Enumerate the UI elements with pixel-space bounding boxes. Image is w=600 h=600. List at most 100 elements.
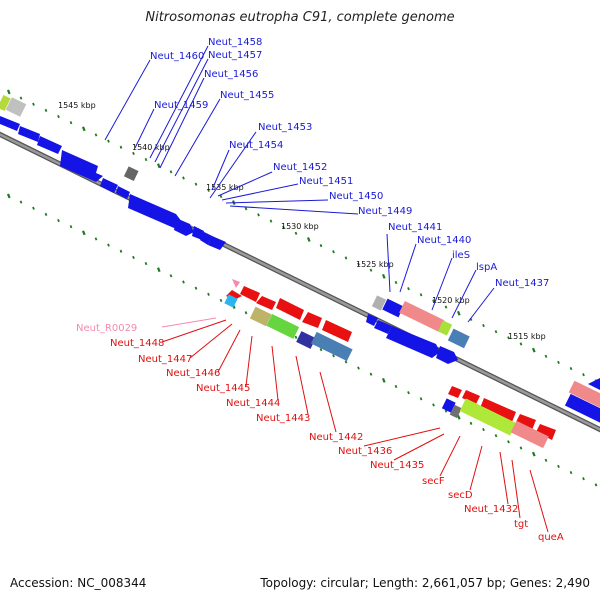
gene-label: Neut_1441 xyxy=(388,222,442,233)
ruler-tick xyxy=(119,145,123,149)
gene-label: Neut_1459 xyxy=(154,100,208,111)
ruler-tick xyxy=(257,213,260,217)
ruler-tick xyxy=(207,188,210,192)
gene-label: Neut_1449 xyxy=(358,206,412,217)
ruler-tick xyxy=(182,280,185,284)
ruler-tick xyxy=(182,176,185,180)
gene-label: Neut_1457 xyxy=(208,50,262,61)
ruler-tick xyxy=(357,366,360,370)
map-title: Nitrosomonas eutropha C91, complete geno… xyxy=(145,10,455,25)
ruler-tick xyxy=(294,231,298,235)
gene-label: Neut_1458 xyxy=(208,37,262,48)
kbp-label: 1520 kbp xyxy=(432,296,470,305)
ruler-tick xyxy=(507,336,510,340)
ruler-tick xyxy=(456,310,461,316)
kbp-scale: 1545 kbp 1540 kbp 1535 kbp 1530 kbp 1525… xyxy=(58,101,546,341)
ruler-tick xyxy=(107,243,110,247)
gene-label: Neut_1456 xyxy=(204,69,258,80)
gene-label: lspA xyxy=(476,262,497,273)
ruler-tick xyxy=(94,237,98,241)
gene-label: Neut_1453 xyxy=(258,122,312,133)
ruler-tick xyxy=(119,249,123,253)
ruler-tick xyxy=(456,414,461,420)
gene-label: Neut_1452 xyxy=(273,162,327,173)
kbp-label: 1540 kbp xyxy=(132,143,170,152)
ruler-tick xyxy=(44,212,48,216)
ruler-tick xyxy=(494,434,498,438)
ruler-tick xyxy=(569,470,573,475)
ruler-tick xyxy=(369,372,373,376)
ruler-tick xyxy=(219,298,223,303)
ruler-tick xyxy=(132,255,135,259)
ruler-tick xyxy=(344,256,348,260)
ruler-tick xyxy=(432,403,435,407)
gene-label: Neut_1448 xyxy=(110,338,164,349)
gene-label: Neut_1455 xyxy=(220,90,274,101)
ruler-tick xyxy=(531,451,536,457)
ruler-tick xyxy=(132,151,135,155)
gene-label: Neut_1442 xyxy=(309,432,363,443)
ruler-tick xyxy=(519,446,523,450)
ruler-tick xyxy=(219,194,223,199)
kbp-label: 1530 kbp xyxy=(281,222,319,231)
ruler-tick xyxy=(57,114,60,119)
ruler-tick xyxy=(194,182,198,186)
gene-label: Neut_1444 xyxy=(226,398,280,409)
kbp-label: 1535 kbp xyxy=(206,183,244,192)
gene-label: Neut_1460 xyxy=(150,51,204,62)
ruler-tick xyxy=(32,102,35,106)
ruler-tick xyxy=(582,373,585,377)
ruler-tick xyxy=(544,354,548,358)
gene-label: Neut_1435 xyxy=(370,460,424,471)
ruler-tick xyxy=(81,126,86,132)
ruler-tick xyxy=(294,335,298,339)
ruler-tick xyxy=(332,250,335,254)
ruler-tick xyxy=(407,287,410,291)
ruler-tick xyxy=(319,348,323,352)
ruler-tick xyxy=(19,200,23,204)
ruler-tick xyxy=(369,268,373,272)
ruler-tick xyxy=(507,440,510,444)
ruler-tick xyxy=(494,330,498,334)
ruler-tick xyxy=(344,360,348,364)
ruler-tick xyxy=(57,218,60,223)
gene-label: Neut_1443 xyxy=(256,413,310,424)
ruler-tick xyxy=(144,261,148,266)
ruler-tick xyxy=(332,354,335,358)
gene-label: Neut_1445 xyxy=(196,383,250,394)
ruler-tick xyxy=(557,464,560,469)
ruler-tick xyxy=(319,244,323,248)
ruler-tick xyxy=(32,206,35,210)
ruler-tick xyxy=(381,377,386,383)
ruler-tick xyxy=(482,427,485,432)
ruler-tick xyxy=(44,108,48,112)
ruler-tick xyxy=(194,286,198,290)
ruler-tick xyxy=(557,360,560,365)
ruler-tick xyxy=(444,305,448,309)
ruler-tick xyxy=(407,391,410,395)
gene-label: Neut_1447 xyxy=(138,354,192,365)
ruler-tick xyxy=(169,170,173,174)
ruler-tick xyxy=(6,193,11,199)
gene-label: Neut_1446 xyxy=(166,368,220,379)
ruler-tick xyxy=(94,133,98,137)
ruler-tick xyxy=(169,274,173,278)
ruler-tick xyxy=(306,237,311,242)
gene-label: Neut_1454 xyxy=(229,140,283,151)
gene-label: Neut_R0029 xyxy=(76,323,137,334)
ruler-tick xyxy=(144,157,148,162)
kbp-label: 1545 kbp xyxy=(58,101,96,110)
gene-label: Neut_1440 xyxy=(417,235,471,246)
ruler-tick xyxy=(544,458,548,462)
ruler-tick xyxy=(569,366,573,371)
ruler-tick xyxy=(419,293,423,297)
kbp-label: 1525 kbp xyxy=(356,260,394,269)
ruler-tick xyxy=(381,273,386,279)
ruler-tick xyxy=(156,163,161,169)
gene-label: secD xyxy=(448,490,473,501)
reverse-gene-labels: Neut_R0029 Neut_1448 Neut_1447 Neut_1446… xyxy=(76,317,564,543)
gene-label: Neut_1450 xyxy=(329,191,383,202)
forward-strand-genes xyxy=(0,94,600,424)
